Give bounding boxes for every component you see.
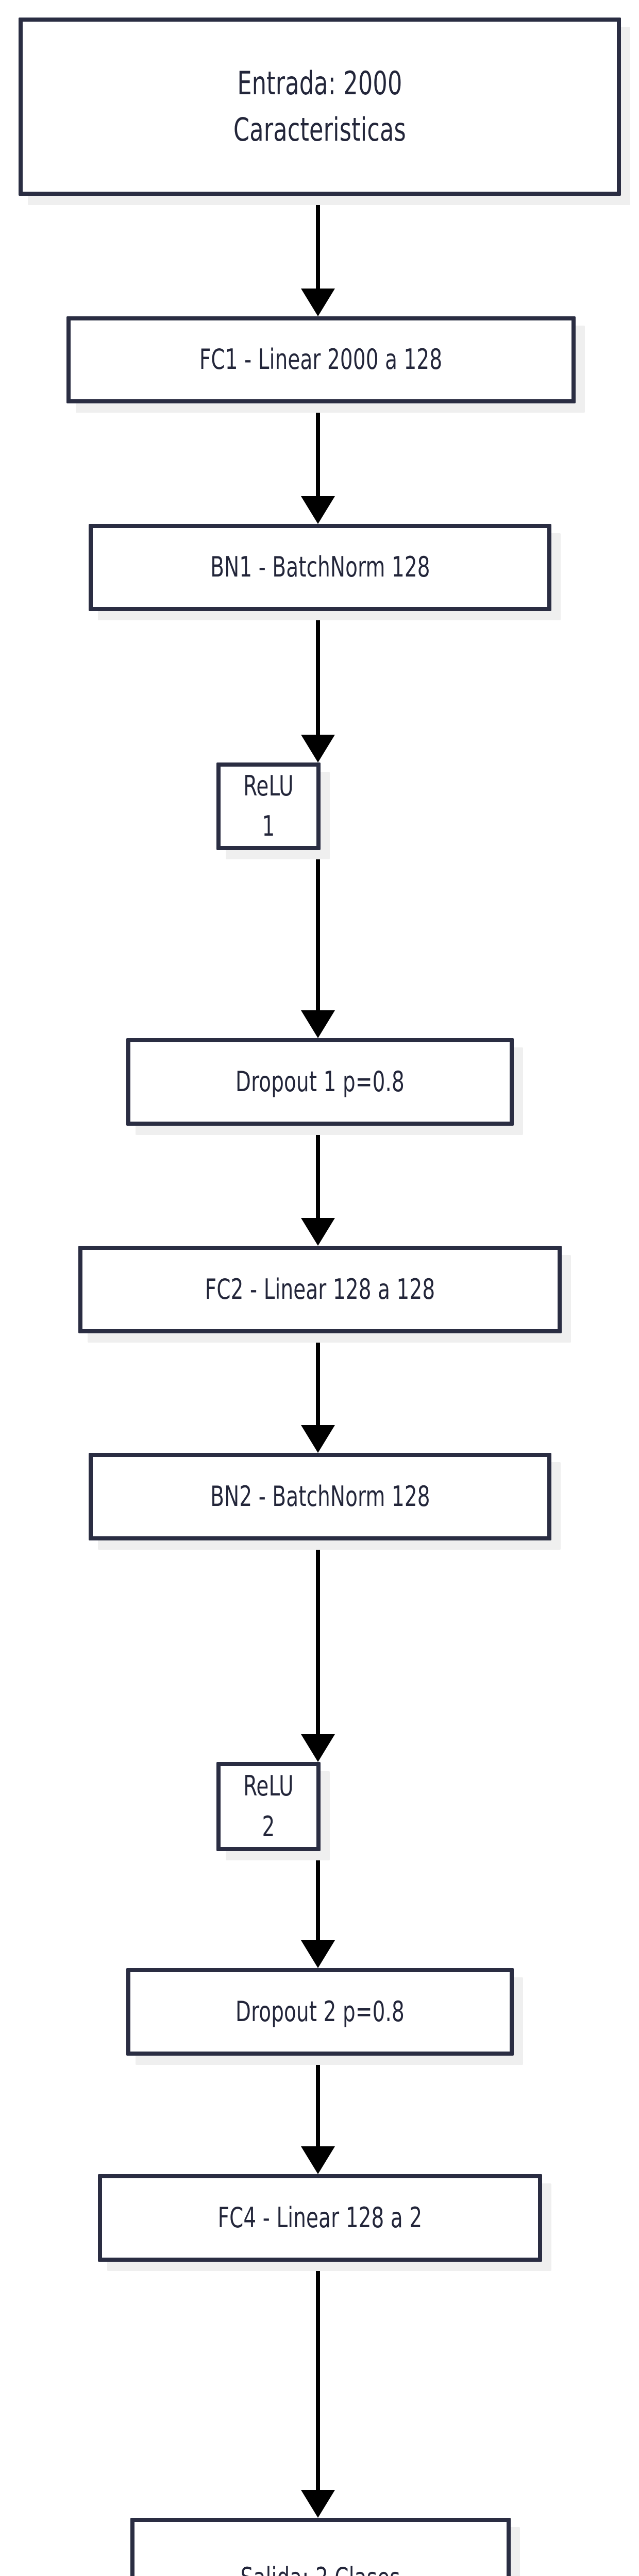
arrowhead-icon — [301, 1940, 335, 1968]
node-dropout2-label: Dropout 2 p=0.8 — [236, 1995, 405, 2028]
edge-line — [316, 1333, 320, 1425]
edge-line — [316, 1126, 320, 1218]
node-bn2-label: BN2 - BatchNorm 128 — [210, 1480, 430, 1513]
node-relu1[interactable]: ReLU 1 — [216, 762, 321, 850]
arrowhead-icon — [301, 496, 335, 524]
node-fc2[interactable]: FC2 - Linear 128 a 128 — [78, 1246, 562, 1333]
node-salida-label: Salida: 2 Clases — [237, 2558, 405, 2576]
arrowhead-icon — [301, 735, 335, 762]
node-fc4-label: FC4 - Linear 128 a 2 — [217, 2201, 423, 2234]
node-bn2[interactable]: BN2 - BatchNorm 128 — [89, 1453, 551, 1540]
node-relu2-label: ReLU 2 — [243, 1770, 294, 1843]
arrowhead-icon — [301, 1425, 335, 1453]
node-fc2-label: FC2 - Linear 128 a 128 — [205, 1273, 435, 1306]
node-bn1-label: BN1 - BatchNorm 128 — [210, 551, 430, 584]
arrowhead-icon — [301, 1010, 335, 1038]
edge-line — [316, 611, 320, 735]
arrowhead-icon — [301, 2490, 335, 2518]
node-relu2[interactable]: ReLU 2 — [216, 1762, 321, 1851]
node-fc4[interactable]: FC4 - Linear 128 a 2 — [98, 2174, 542, 2262]
arrowhead-icon — [301, 289, 335, 316]
node-dropout1[interactable]: Dropout 1 p=0.8 — [126, 1038, 514, 1126]
edge-line — [316, 850, 320, 1010]
node-relu1-label: ReLU 1 — [243, 769, 294, 842]
edge-line — [316, 403, 320, 496]
arrowhead-icon — [301, 1218, 335, 1246]
node-dropout2[interactable]: Dropout 2 p=0.8 — [126, 1968, 514, 2056]
node-dropout1-label: Dropout 1 p=0.8 — [236, 1065, 405, 1098]
arrowhead-icon — [301, 2146, 335, 2174]
edge-line — [316, 1540, 320, 1734]
node-entrada[interactable]: Entrada: 2000 Caracteristicas — [19, 18, 621, 196]
edge-line — [316, 1851, 320, 1940]
node-salida[interactable]: Salida: 2 Clases — [130, 2518, 511, 2576]
node-fc1[interactable]: FC1 - Linear 2000 a 128 — [66, 316, 576, 403]
arrowhead-icon — [301, 1734, 335, 1762]
edge-line — [316, 2262, 320, 2490]
edge-line — [316, 2056, 320, 2146]
node-bn1[interactable]: BN1 - BatchNorm 128 — [89, 524, 551, 611]
node-fc1-label: FC1 - Linear 2000 a 128 — [199, 343, 443, 376]
node-entrada-label: Entrada: 2000 Caracteristicas — [233, 64, 407, 148]
edge-line — [316, 196, 320, 289]
